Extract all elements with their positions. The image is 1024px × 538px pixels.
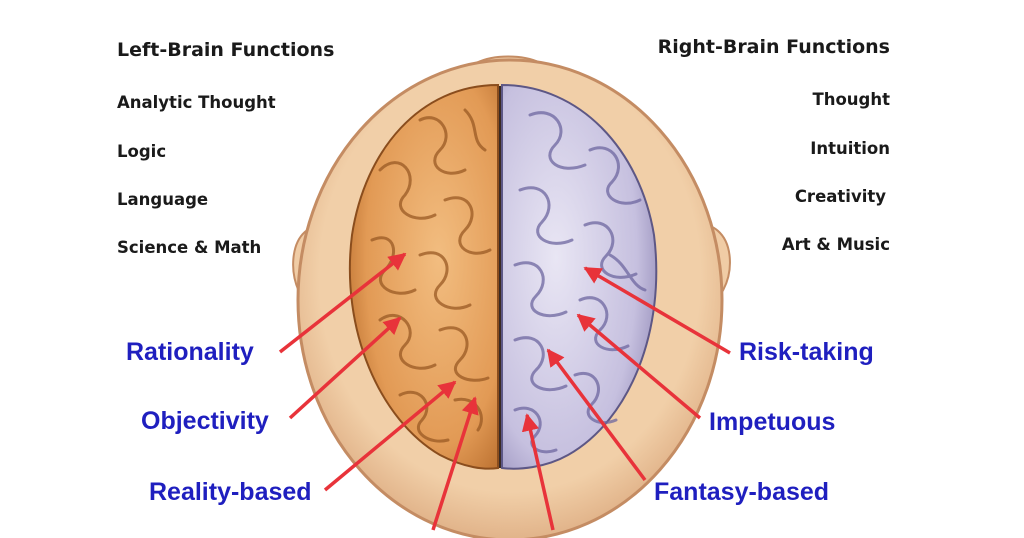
trait-impetuous: Impetuous xyxy=(709,408,836,436)
arrow-risk-taking xyxy=(583,266,731,355)
left-function-item: Analytic Thought xyxy=(117,93,276,112)
right-function-item: Thought xyxy=(812,90,890,109)
trait-fantasy-based: Fantasy-based xyxy=(654,478,830,506)
left-function-item: Science & Math xyxy=(117,238,262,257)
arrow-reality-based xyxy=(323,380,457,492)
trait-reality-based: Reality-based xyxy=(149,478,312,506)
left-function-item: Language xyxy=(117,190,209,209)
arrows xyxy=(278,252,731,531)
right-function-item: Creativity xyxy=(794,187,886,206)
right-heading: Right-Brain Functions xyxy=(657,36,890,58)
right-hemisphere xyxy=(501,83,658,470)
trait-risk-taking: Risk-taking xyxy=(739,338,874,366)
arrow-left-bottom xyxy=(431,396,479,531)
trait-rationality: Rationality xyxy=(126,338,254,366)
left-function-item: Logic xyxy=(117,142,167,161)
right-gyri xyxy=(513,111,647,454)
left-heading: Left-Brain Functions xyxy=(117,39,335,61)
right-function-item: Intuition xyxy=(810,139,890,158)
arrow-fantasy-based xyxy=(546,348,647,482)
arrow-rationality xyxy=(278,252,407,354)
brain xyxy=(348,83,658,470)
arrow-objectivity xyxy=(288,316,402,420)
trait-objectivity: Objectivity xyxy=(141,407,269,435)
arrow-impetuous xyxy=(576,313,702,420)
arrow-right-bottom xyxy=(521,413,555,531)
right-function-item: Art & Music xyxy=(781,235,890,254)
left-hemisphere xyxy=(348,83,499,470)
